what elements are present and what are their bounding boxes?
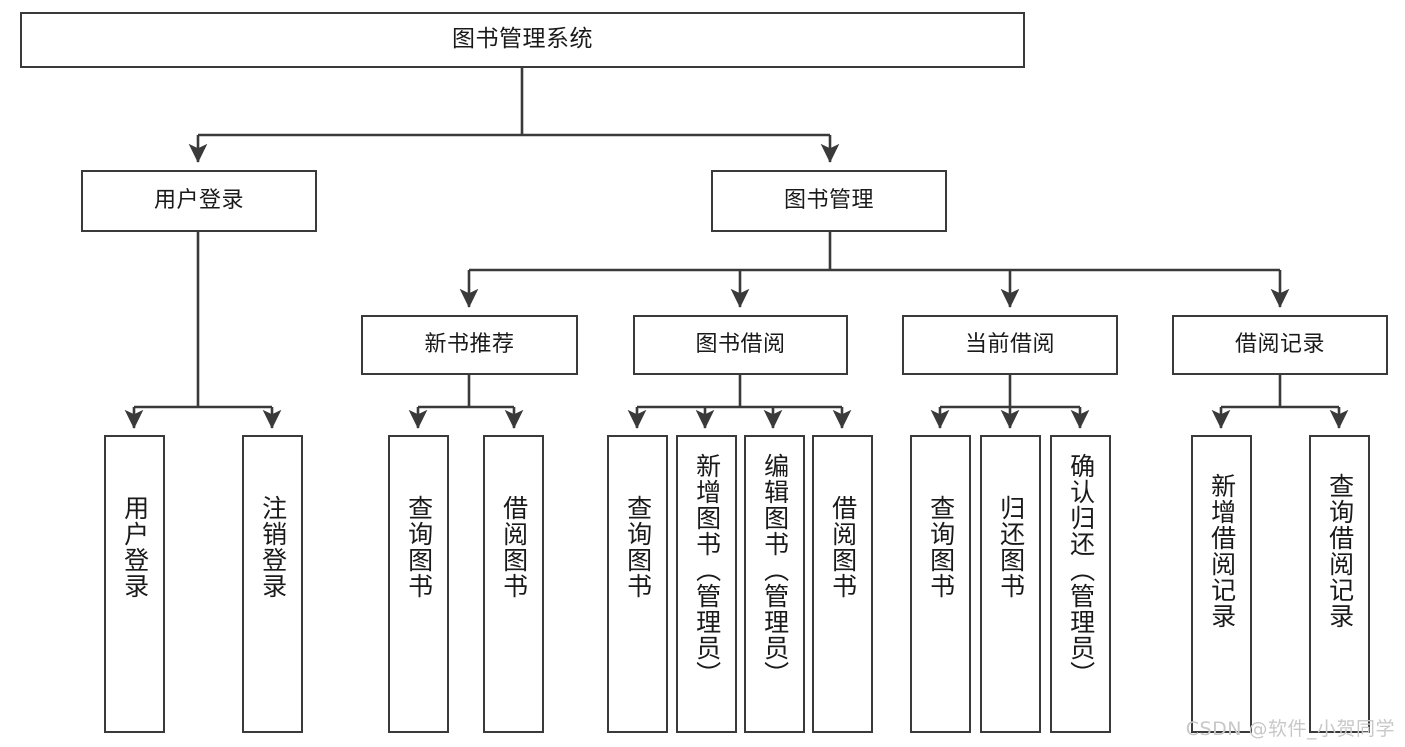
- node-label: 用户登录: [153, 188, 244, 214]
- node-label: 借阅记录: [1234, 332, 1325, 358]
- leaf-add-borrow-record[interactable]: 新增借阅记录: [1191, 435, 1252, 733]
- node-label: 新增借阅记录: [1207, 473, 1237, 629]
- node-label: 新增图书（管理员）: [692, 453, 722, 687]
- node-book-management[interactable]: 图书管理: [711, 170, 947, 232]
- node-label: 查询图书: [926, 495, 956, 599]
- leaf-user-login[interactable]: 用户登录: [104, 435, 165, 733]
- node-label: 确认归还（管理员）: [1066, 453, 1096, 687]
- node-label: 借阅图书: [499, 495, 529, 599]
- node-current-borrow[interactable]: 当前借阅: [902, 315, 1118, 375]
- node-label: 归还图书: [996, 495, 1026, 599]
- leaf-edit-book-admin[interactable]: 编辑图书（管理员）: [744, 435, 805, 733]
- node-label: 图书管理: [783, 188, 874, 214]
- leaf-logout[interactable]: 注销登录: [242, 435, 303, 733]
- node-label: 查询借阅记录: [1325, 473, 1355, 629]
- node-user-login[interactable]: 用户登录: [81, 170, 317, 232]
- leaf-confirm-return-admin[interactable]: 确认归还（管理员）: [1050, 435, 1111, 733]
- node-label: 新书推荐: [424, 332, 515, 358]
- leaf-borrow-book[interactable]: 借阅图书: [812, 435, 873, 733]
- leaf-query-borrow-record[interactable]: 查询借阅记录: [1309, 435, 1370, 733]
- node-label: 用户登录: [120, 495, 150, 599]
- node-label: 图书管理系统: [452, 26, 593, 53]
- leaf-query-book-current[interactable]: 查询图书: [910, 435, 971, 733]
- node-label: 查询图书: [623, 495, 653, 599]
- node-book-borrow[interactable]: 图书借阅: [633, 315, 848, 375]
- node-label: 编辑图书（管理员）: [760, 453, 790, 687]
- node-label: 借阅图书: [828, 495, 858, 599]
- node-label: 注销登录: [258, 495, 288, 599]
- leaf-borrow-book-recommend[interactable]: 借阅图书: [483, 435, 544, 733]
- node-label: 图书借阅: [695, 332, 786, 358]
- node-label: 当前借阅: [964, 332, 1055, 358]
- leaf-query-book-recommend[interactable]: 查询图书: [388, 435, 449, 733]
- leaf-query-book-borrow[interactable]: 查询图书: [607, 435, 668, 733]
- node-root-book-management-system[interactable]: 图书管理系统: [20, 12, 1025, 68]
- watermark: CSDN @软件_小贺同学: [1185, 718, 1395, 740]
- leaf-add-book-admin[interactable]: 新增图书（管理员）: [676, 435, 737, 733]
- node-label: 查询图书: [404, 495, 434, 599]
- node-borrow-record[interactable]: 借阅记录: [1172, 315, 1388, 375]
- node-new-book-recommend[interactable]: 新书推荐: [361, 315, 578, 375]
- leaf-return-book[interactable]: 归还图书: [980, 435, 1041, 733]
